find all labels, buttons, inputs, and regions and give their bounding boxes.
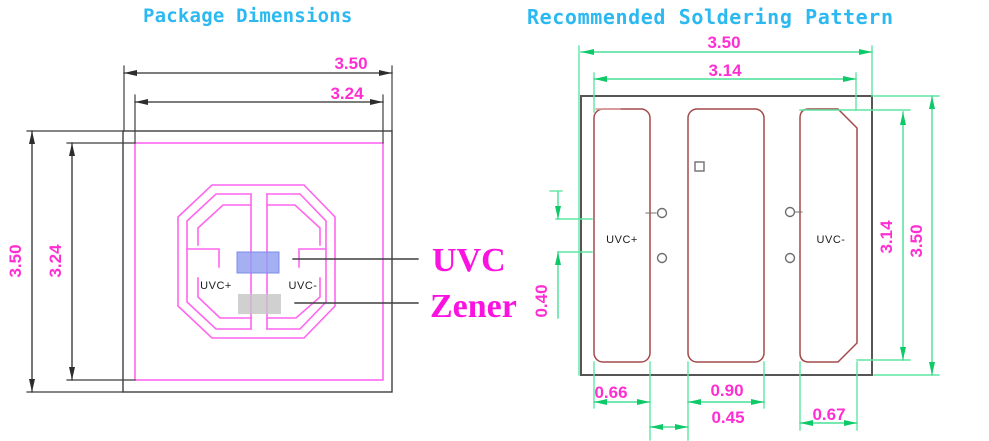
- solder-anode-label: UVC+: [606, 234, 638, 246]
- zener-callout-label: Zener: [430, 288, 517, 325]
- package-height-inner-value: 3.24: [46, 244, 65, 278]
- package-inner-cavity-outline: [134, 142, 384, 381]
- fiducial-circle: [656, 252, 668, 264]
- shelf-step-left: [186, 248, 220, 268]
- soldering-drawing: UVC+ UVC-: [532, 33, 940, 441]
- fiducial-circle: [656, 207, 668, 219]
- package-width-outer-value: 3.50: [334, 54, 367, 73]
- pad-center-thermal: [687, 108, 765, 363]
- lower-arc-right: [266, 277, 321, 319]
- package-anode-label: UVC+: [200, 280, 232, 292]
- zener-die: [238, 294, 281, 314]
- upper-arc-left: [197, 204, 252, 246]
- package-cathode-label: UVC-: [289, 280, 318, 292]
- package-dimensions-title: Package Dimensions: [143, 5, 353, 27]
- solder-pad-left-width-value: 0.66: [594, 383, 627, 402]
- solder-pad-center-width-value: 0.90: [710, 381, 743, 400]
- solder-width-outer-value: 3.50: [707, 33, 740, 52]
- octagon-inner-trace-right: [266, 193, 327, 330]
- lower-arc-left: [197, 277, 252, 319]
- soldering-pattern-title: Recommended Soldering Pattern: [527, 5, 894, 29]
- fiducial-circle: [784, 206, 796, 218]
- fiducial-marks: [645, 161, 803, 264]
- solder-extension-lines: [549, 45, 940, 441]
- uvc-die: [236, 251, 280, 274]
- package-dimension-lines: [29, 70, 393, 393]
- octagon-inner-trace-left: [186, 193, 252, 330]
- package-width-inner-value: 3.24: [330, 84, 364, 103]
- solder-pad-gap-value: 0.45: [711, 408, 744, 427]
- package-extension-lines: [26, 65, 393, 393]
- uvc-callout-label: UVC: [432, 242, 506, 279]
- solder-pad-right-width-value: 0.67: [812, 405, 845, 424]
- fiducial-square: [694, 161, 705, 172]
- solder-height-inner-value: 3.14: [877, 220, 896, 254]
- pad-uvc-plus: [593, 108, 651, 363]
- octagon-outer-trace: [177, 184, 336, 339]
- package-drawing: UVC+ UVC- UVC Zener: [6, 54, 517, 393]
- solder-cathode-label: UVC-: [817, 234, 846, 246]
- solder-width-inner-value: 3.14: [708, 61, 742, 80]
- package-outer-body-outline: [122, 130, 393, 393]
- solder-height-outer-value: 3.50: [907, 224, 926, 257]
- fiducial-circle: [784, 252, 796, 264]
- solder-board-outline: [580, 95, 873, 376]
- package-height-outer-value: 3.50: [6, 244, 25, 277]
- solder-dimension-lines: [555, 49, 935, 430]
- shelf-step-right: [298, 248, 327, 268]
- solder-offset-value: 0.40: [532, 284, 551, 317]
- upper-arc-right: [266, 204, 321, 246]
